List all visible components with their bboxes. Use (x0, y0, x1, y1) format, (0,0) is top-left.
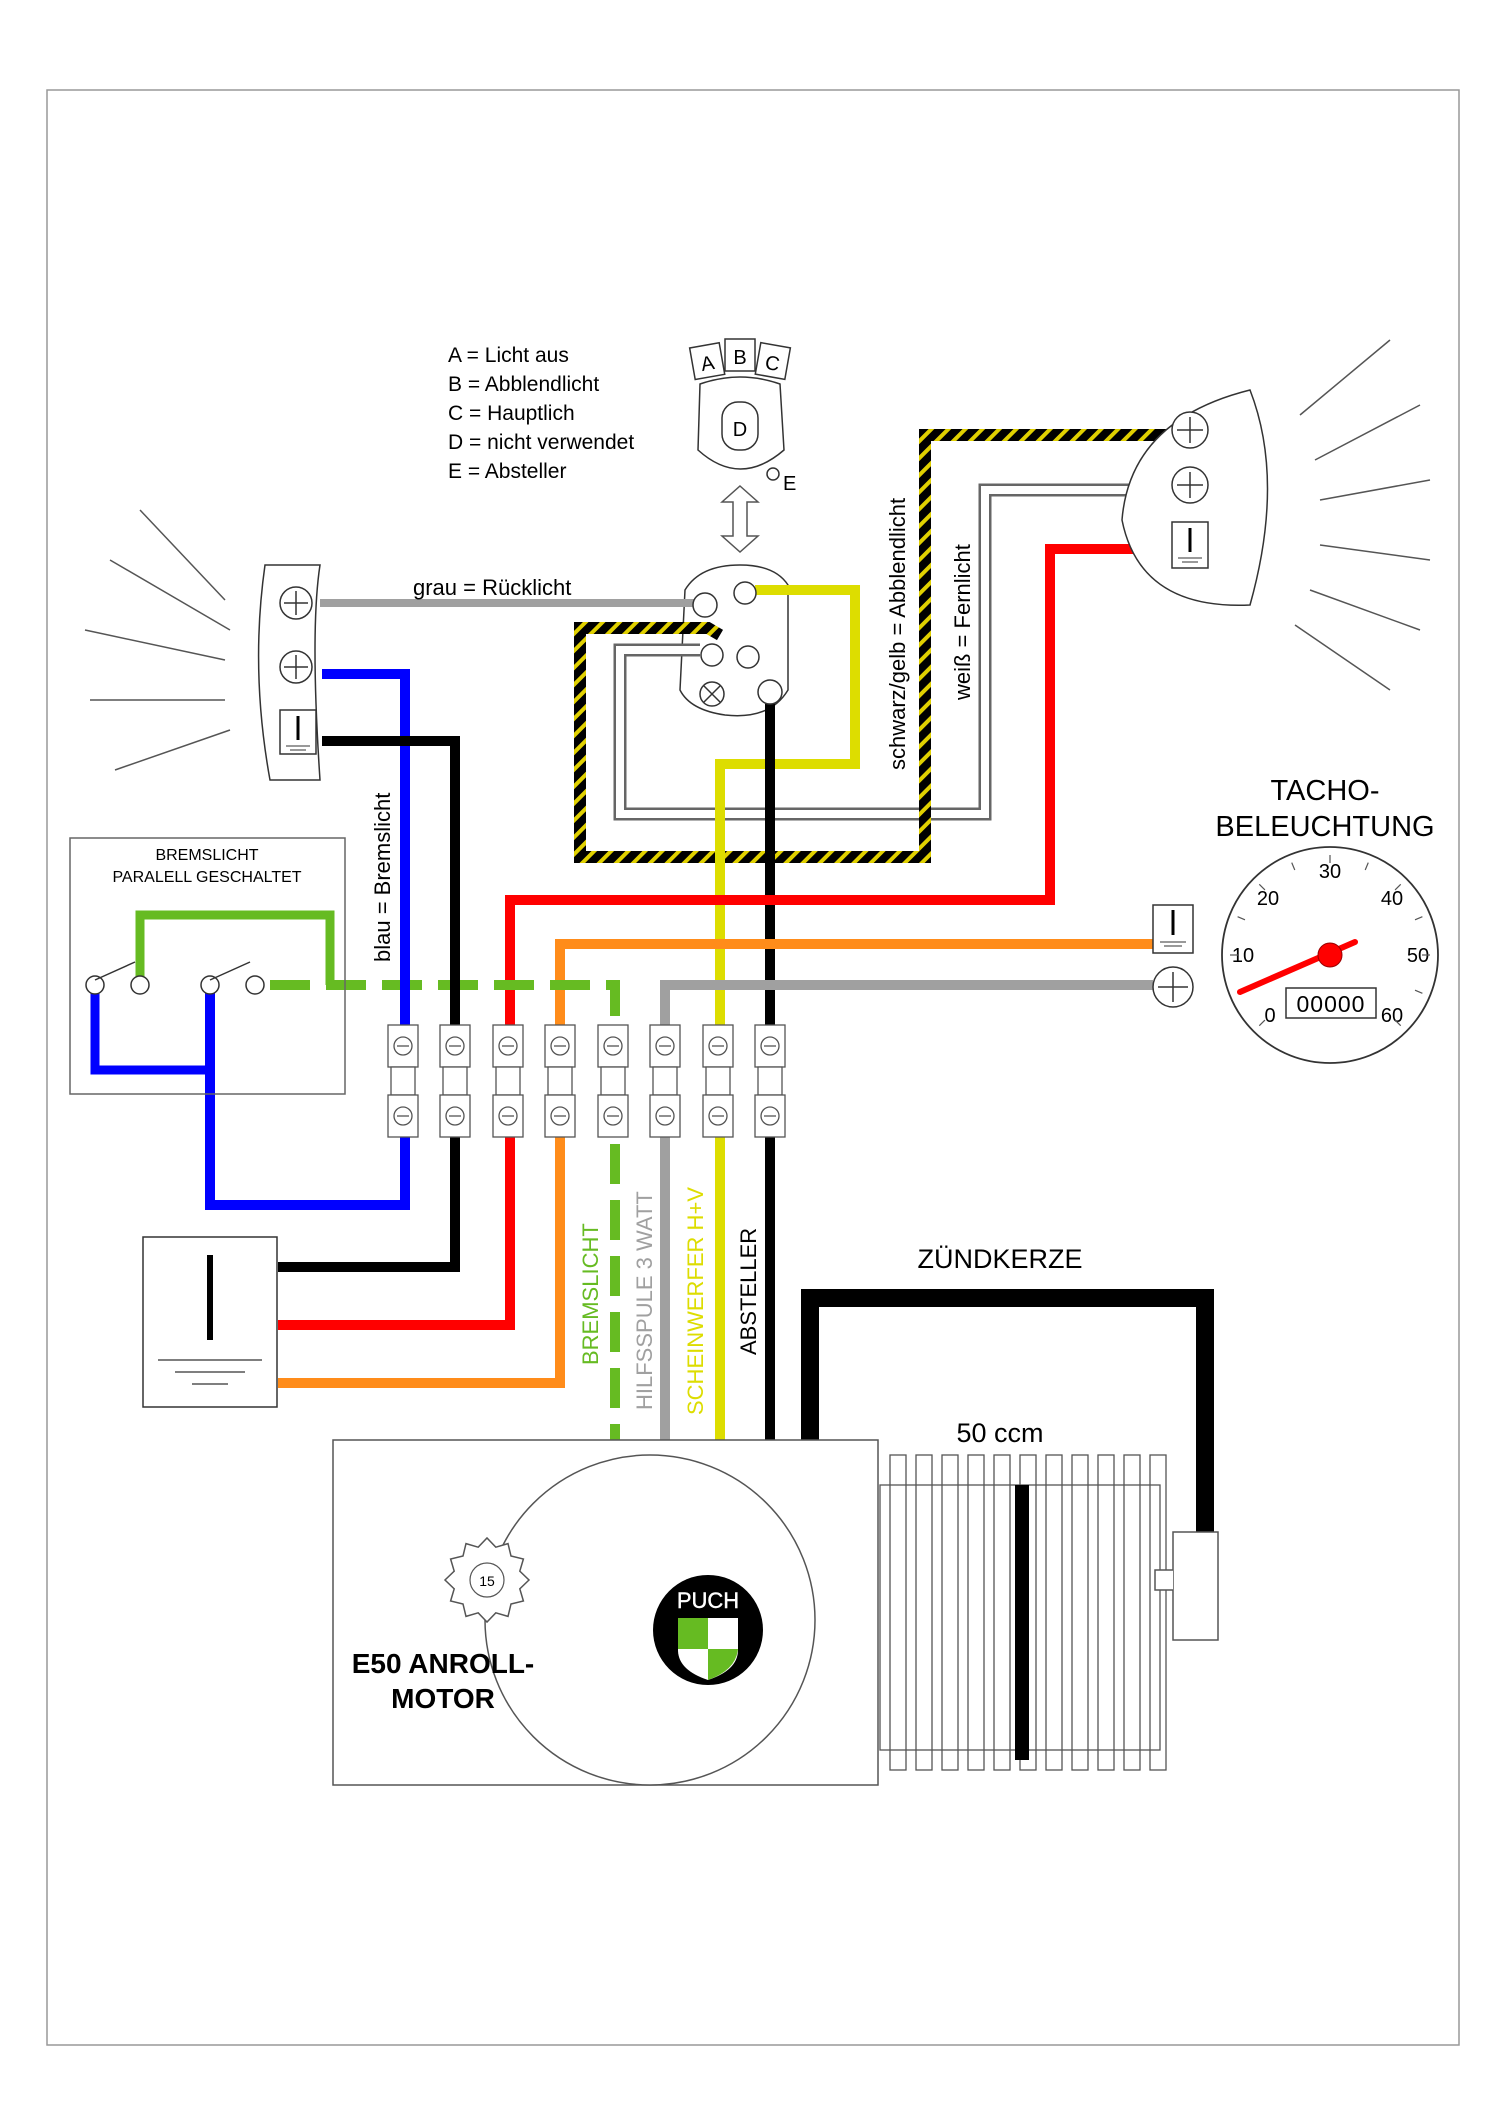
speedometer-tick (1394, 1019, 1402, 1027)
speedometer-tick-label: 10 (1232, 945, 1254, 967)
wire-label-hilfsspule: HILFSSPULE 3 WATT (632, 1191, 657, 1410)
cylinder-fin (1097, 1454, 1115, 1771)
speedometer-tick (1394, 883, 1402, 891)
cylinder-fin (915, 1454, 933, 1771)
grey-wire-tacho (660, 980, 1153, 1440)
engine-title-2: MOTOR (391, 1683, 495, 1714)
wire-annotations: grau = Rücklicht blau = Bremslicht schwa… (370, 498, 975, 1415)
switch-terminals (692, 581, 783, 707)
spark-plug-cap (1172, 1531, 1219, 1641)
label-grau-ruecklicht: grau = Rücklicht (413, 575, 571, 600)
terminal-block (387, 1024, 786, 1138)
headlight-icon (1121, 339, 1431, 691)
wire-label-absteller: ABSTELLER (736, 1228, 761, 1355)
switch-letter-b: B (733, 347, 746, 369)
tacho-title-1: TACHO- (1270, 775, 1379, 807)
cylinder-fin (1149, 1454, 1167, 1771)
rear-light-icon (84, 509, 321, 781)
orange-wire-tacho (278, 939, 1153, 1388)
legend-line-a: A = Licht aus (448, 344, 569, 367)
speedometer-tick-label: 0 (1264, 1005, 1275, 1027)
speedometer-tick (1291, 862, 1296, 871)
speedometer-tick (1237, 916, 1246, 921)
engine-group: 50 ccm ZÜNDKERZE 15 E50 ANROLL- MOTOR PU… (332, 1244, 1219, 1786)
speedometer-tick-label: 30 (1319, 861, 1341, 883)
cylinder-fin (993, 1454, 1011, 1771)
legend: A = Licht aus B = Abblendlicht C = Haupt… (448, 344, 634, 483)
legend-line-e: E = Absteller (448, 460, 566, 483)
brake-switch-box: BREMSLICHT PARALELL GESCHALTET (69, 837, 346, 1095)
zuendkerze-label: ZÜNDKERZE (917, 1244, 1082, 1274)
switch-letter-c: C (763, 352, 781, 376)
blue-wire-bremslicht (205, 669, 410, 1210)
cylinder-fin (1123, 1454, 1141, 1771)
label-schwarz-gelb: schwarz/gelb = Abblendlicht (885, 498, 910, 770)
terminal-connector (387, 1024, 419, 1138)
speedometer-tick-label: 50 (1407, 945, 1429, 967)
striped-wire-abblendlicht (574, 429, 1172, 863)
cylinder-fin (1045, 1454, 1063, 1771)
switch-letter-e: E (783, 473, 796, 495)
speedometer-tick (1258, 883, 1266, 891)
cylinder-fin (889, 1454, 907, 1771)
gear-number: 15 (479, 1573, 495, 1589)
speedometer-tick (1364, 862, 1369, 871)
speedometer-ticks: 0 10 20 30 40 50 60 (1230, 855, 1430, 1027)
speedometer-tick (1414, 989, 1423, 994)
switch-letter-a: A (699, 352, 717, 376)
terminal-connector (439, 1024, 471, 1138)
legend-line-c: C = Hauptlich (448, 402, 575, 425)
terminal-connector (754, 1024, 786, 1138)
double-arrow-icon (720, 484, 760, 554)
wire-label-bremslicht: BREMSLICHT (578, 1223, 603, 1365)
legend-line-d: D = nicht verwendet (448, 431, 634, 454)
flywheel (484, 1454, 816, 1786)
black-wire-zuendkerze (801, 1289, 1214, 1540)
legend-line-b: B = Abblendlicht (448, 373, 599, 396)
speedometer-tick-label: 20 (1257, 888, 1279, 910)
speedometer-tick (1258, 1019, 1266, 1027)
wire-label-scheinwerfer: SCHEINWERFER H+V (683, 1187, 708, 1415)
light-switch-icon: A B C D E (688, 338, 796, 495)
brake-box-title-2: PARALELL GESCHALTET (112, 869, 301, 886)
label-weiss-fernlicht: weiß = Fernlicht (950, 544, 975, 701)
brake-box-title-1: BREMSLICHT (155, 847, 258, 864)
speedometer-tick-label: 40 (1381, 888, 1403, 910)
engine-title-1: E50 ANROLL- (352, 1648, 535, 1679)
page-frame (46, 89, 1460, 2046)
red-wire-fernlicht (278, 544, 1173, 1330)
black-wire-masse (278, 736, 460, 1272)
ignition-coil-icon (142, 1236, 278, 1408)
label-blau-bremslicht: blau = Bremslicht (370, 793, 395, 962)
cylinder-fin (941, 1454, 959, 1771)
tacho-title-2: BELEUCHTUNG (1215, 811, 1434, 843)
green-wire-bremslicht (270, 980, 620, 1440)
speedometer-tick-label: 60 (1381, 1005, 1403, 1027)
tacho-group: TACHO- BELEUCHTUNG 0 10 20 30 40 50 60 00000 (1152, 775, 1439, 1064)
terminal-connector (544, 1024, 576, 1138)
speedometer-tick (1414, 916, 1423, 921)
cylinder-fin (967, 1454, 985, 1771)
terminal-connector (702, 1024, 734, 1138)
cylinder-fin (1071, 1454, 1089, 1771)
puch-logo-text: PUCH (677, 1588, 739, 1613)
terminal-connector (649, 1024, 681, 1138)
terminal-connector (597, 1024, 629, 1138)
ccm-label: 50 ccm (956, 1418, 1043, 1448)
puch-logo-icon: PUCH (653, 1575, 763, 1685)
switch-letter-d: D (733, 419, 747, 441)
terminal-connector (492, 1024, 524, 1138)
odometer: 00000 (1297, 991, 1366, 1017)
gear-icon: 15 (443, 1536, 531, 1624)
